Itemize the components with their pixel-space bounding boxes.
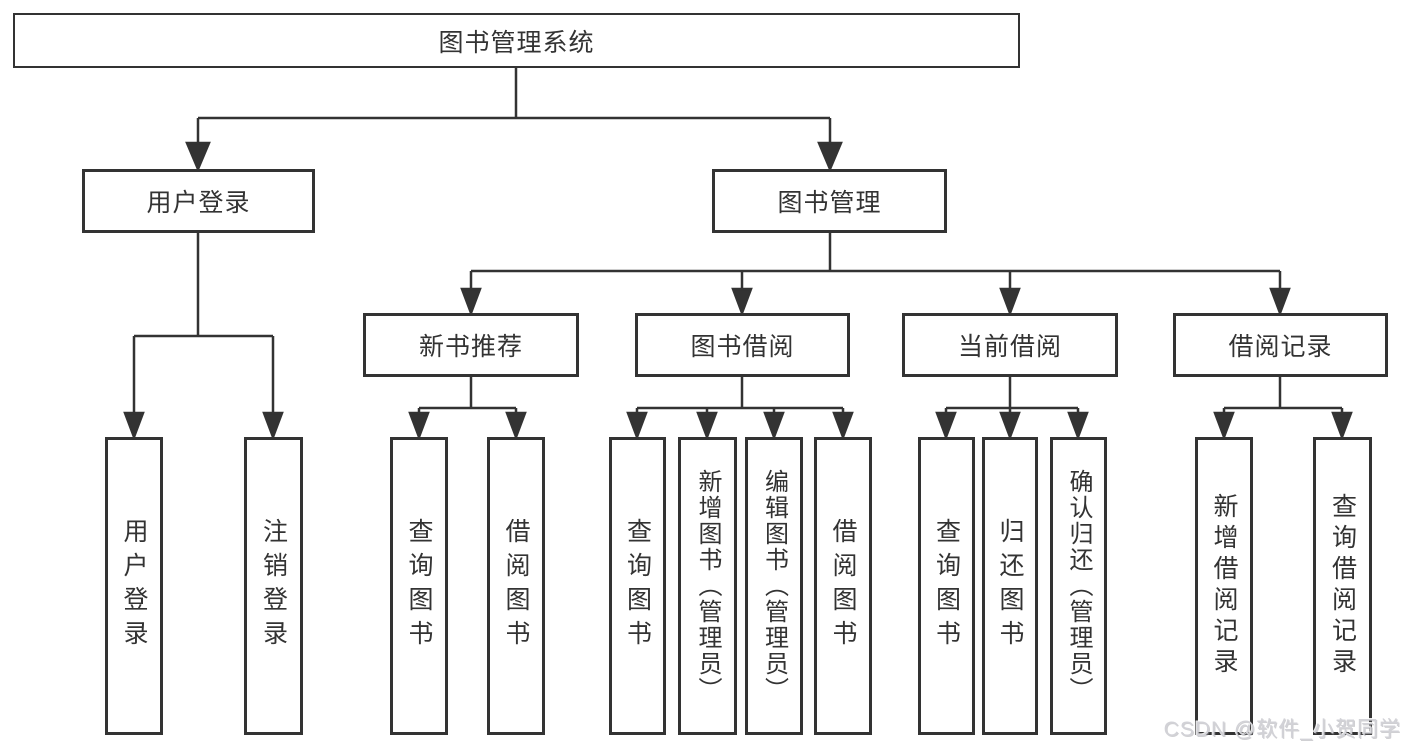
arrowhead-icon (262, 411, 284, 441)
node-book-management-label: 图书管理 (777, 189, 882, 217)
node-book-management: 图书管理 (712, 169, 947, 233)
leaf-br-add-record: 新增借阅记录 (1195, 437, 1253, 735)
arrowhead-icon (935, 411, 957, 441)
leaf-bb-edit-books-admin: 编辑图书（管理员） (745, 437, 803, 735)
leaf-nb-borrow-books-label: 借阅图书 (502, 518, 530, 654)
leaf-cb-confirm-return-admin-label: 确认归还（管理员） (1065, 469, 1092, 703)
connectors-user-login-to-leaves (123, 233, 284, 441)
node-user-login-label: 用户登录 (146, 189, 251, 217)
arrowhead-icon (123, 411, 145, 441)
leaf-cb-confirm-return-admin: 确认归还（管理员） (1050, 437, 1107, 735)
connectors-borrow-record-to-leaves (1213, 377, 1353, 441)
leaf-bb-add-books-admin: 新增图书（管理员） (678, 437, 737, 735)
connectors-book-mgmt-to-level3 (460, 233, 1291, 317)
leaf-user-login: 用户登录 (105, 437, 163, 735)
arrowhead-icon (408, 411, 430, 441)
arrowhead-icon (460, 287, 482, 317)
leaf-bb-query-books: 查询图书 (609, 437, 666, 735)
arrowhead-icon (185, 141, 211, 173)
leaf-br-add-record-label: 新增借阅记录 (1210, 493, 1238, 679)
csdn-watermark: CSDN @软件_小贺同学 (1163, 718, 1401, 741)
arrowhead-icon (832, 411, 854, 441)
arrowhead-icon (1331, 411, 1353, 441)
leaf-bb-edit-books-admin-label: 编辑图书（管理员） (760, 469, 788, 703)
node-book-borrowing: 图书借阅 (635, 313, 850, 377)
leaf-user-login-label: 用户登录 (120, 518, 148, 654)
leaf-nb-borrow-books: 借阅图书 (487, 437, 545, 735)
connectors-new-book-rec-to-leaves (408, 377, 527, 441)
arrowhead-icon (1269, 287, 1291, 317)
arrowhead-icon (817, 141, 843, 173)
arrowhead-icon (1067, 411, 1089, 441)
leaf-br-query-record: 查询借阅记录 (1313, 437, 1372, 735)
node-library-management-system-label: 图书管理系统 (438, 28, 595, 57)
leaf-nb-query-books: 查询图书 (390, 437, 448, 735)
leaf-bb-borrow-books-label: 借阅图书 (829, 518, 857, 654)
arrowhead-icon (505, 411, 527, 441)
leaf-cb-return-books-label: 归还图书 (996, 518, 1024, 654)
arrowhead-icon (696, 411, 718, 441)
leaf-nb-query-books-label: 查询图书 (405, 518, 433, 654)
leaf-bb-add-books-admin-label: 新增图书（管理员） (694, 469, 721, 703)
leaf-bb-borrow-books: 借阅图书 (814, 437, 872, 735)
node-user-login: 用户登录 (82, 169, 315, 233)
node-book-borrowing-label: 图书借阅 (690, 333, 795, 361)
arrowhead-icon (999, 287, 1021, 317)
leaf-cb-query-books: 查询图书 (918, 437, 975, 735)
node-current-borrowing: 当前借阅 (902, 313, 1118, 377)
arrowhead-icon (626, 411, 648, 441)
node-new-book-recommend: 新书推荐 (363, 313, 579, 377)
node-borrowing-records: 借阅记录 (1173, 313, 1388, 377)
leaf-bb-query-books-label: 查询图书 (623, 518, 652, 654)
connectors-current-borrow-to-leaves (935, 377, 1089, 441)
leaf-cb-return-books: 归还图书 (982, 437, 1038, 735)
node-library-management-system: 图书管理系统 (13, 13, 1020, 68)
leaf-cb-query-books-label: 查询图书 (932, 518, 961, 654)
node-borrowing-records-label: 借阅记录 (1228, 333, 1333, 361)
arrowhead-icon (1213, 411, 1235, 441)
arrowhead-icon (731, 287, 753, 317)
connectors-root-to-level2 (185, 68, 843, 173)
arrowhead-icon (999, 411, 1021, 441)
node-new-book-recommend-label: 新书推荐 (418, 333, 523, 361)
node-current-borrowing-label: 当前借阅 (957, 333, 1062, 361)
connectors-book-borrow-to-leaves (626, 377, 854, 441)
leaf-logout-label: 注销登录 (259, 518, 288, 654)
leaf-br-query-record-label: 查询借阅记录 (1328, 493, 1357, 679)
arrowhead-icon (763, 411, 785, 441)
leaf-logout: 注销登录 (244, 437, 303, 735)
